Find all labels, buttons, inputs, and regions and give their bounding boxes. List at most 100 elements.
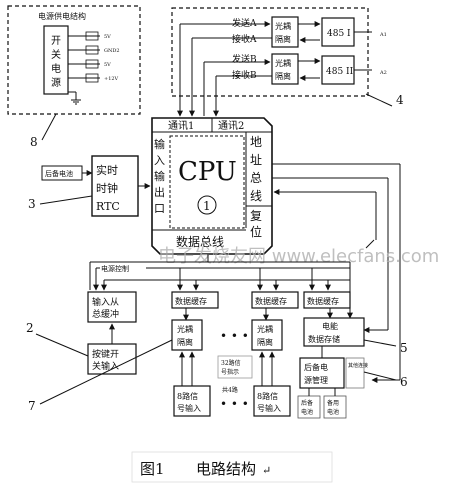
iso2-line1: 光耦 <box>257 324 273 334</box>
io-char-2: 入 <box>154 154 165 167</box>
psu-out-3: 5V <box>104 62 111 68</box>
cpu-circle-num: 1 <box>203 199 211 213</box>
cache-label-1: 数据缓存 <box>175 296 207 306</box>
cpu-name: CPU <box>178 157 237 187</box>
other-link-1: 其他连接 <box>348 362 368 369</box>
io-char-5: 口 <box>154 202 165 215</box>
sig2-line2: 号输入 <box>257 403 281 413</box>
io-char-4: 出 <box>154 185 165 199</box>
sig2-line1: 8路信 <box>257 391 278 401</box>
storage-line2: 数据存储 <box>308 334 340 344</box>
sig1-line2: 号输入 <box>177 403 201 413</box>
rtc-battery: 后备电池 <box>45 169 73 178</box>
caption-title: 电路结构 <box>196 460 256 478</box>
total-signal-1: 32路信 <box>221 359 241 367</box>
backup-mgmt-line1: 后备电 <box>304 362 328 372</box>
psu-switch-char-3: 电 <box>51 62 61 75</box>
iso-b-line1: 光耦 <box>275 58 291 68</box>
label-6: 6 <box>400 375 408 389</box>
cache-boxes: 数据缓存 数据缓存 数据缓存 <box>171 291 351 309</box>
iso-boxes: 光耦 隔离 光耦 隔离 <box>171 319 283 351</box>
io-char-1: 输 <box>154 137 165 151</box>
batt-small-1a: 后备 <box>301 399 313 407</box>
iso-a-box <box>271 16 299 48</box>
cache-box-3 <box>303 291 351 309</box>
total-channels: 共4路 <box>222 386 238 394</box>
psu-out-1: 5V <box>104 34 111 40</box>
input-buffer-line1: 输入从 <box>92 296 119 308</box>
watermark: 电子发烧友网 www.elecfans.com <box>158 246 439 267</box>
psu-out-2: GND2 <box>104 48 120 54</box>
ellipsis-1: • • • <box>220 329 249 343</box>
io-char-3: 输 <box>154 169 165 183</box>
left-inputs: 输入从 总缓冲 按键开 关输入 <box>87 291 137 375</box>
right-lower: 电能 数据存储 后备电 源管理 其他连接 后备 电池 备用 电池 <box>297 308 368 419</box>
iso1-line2: 隔离 <box>177 337 193 347</box>
addr-char-1: 地 <box>250 135 262 149</box>
send-a-label: 发送A <box>232 17 257 29</box>
cpu-comm1: 通讯1 <box>168 120 194 132</box>
storage-line1: 电能 <box>322 321 338 331</box>
recv-a-label: 接收A <box>232 33 257 45</box>
storage-box <box>303 317 365 347</box>
addr-char-4: 线 <box>250 189 262 203</box>
reset-char-2: 位 <box>250 224 262 239</box>
rtc-line2: 时钟 <box>96 181 118 195</box>
iso2-line2: 隔离 <box>257 337 273 347</box>
rtc-line3: RTC <box>96 200 120 213</box>
psu-title: 电源供电结构 <box>38 11 86 21</box>
psu-out-4: +12V <box>104 76 119 82</box>
switch-input-line2: 关输入 <box>92 360 119 372</box>
bus-a2: A2 <box>379 70 387 76</box>
batt-small-2a: 备用 <box>327 399 339 407</box>
psu-switch-char-1: 开 <box>51 36 61 47</box>
cache-label-2: 数据缓存 <box>255 296 287 306</box>
reset-char-1: 复 <box>250 209 262 223</box>
cpu-block: 通讯1 通讯2 CPU 1 输 入 输 出 口 地 址 总 线 复 位 数据总线 <box>151 117 273 255</box>
send-b-label: 发送B <box>232 53 257 65</box>
iso-a-line1: 光耦 <box>275 21 291 31</box>
control-bus-label: 电源控制 <box>101 264 129 273</box>
power-supply-box: 电源供电结构 开 关 电 源 5V GND2 5V +12V <box>7 5 141 115</box>
addr-char-2: 址 <box>250 153 262 167</box>
other-link-box <box>345 357 365 389</box>
ellipsis-2: • • • <box>220 397 249 411</box>
cache-box-1 <box>171 291 219 309</box>
label-7: 7 <box>28 399 36 413</box>
signal-input-box-1 <box>173 385 211 417</box>
label-5: 5 <box>400 341 408 355</box>
comm-box: 发送A 接收A 光耦 隔离 485 I 发送B 接收B 光耦 隔离 485 II <box>171 7 372 97</box>
sig1-line1: 8路信 <box>177 391 198 401</box>
recv-b-label: 接收B <box>232 69 257 81</box>
iso-a-line2: 隔离 <box>275 34 291 44</box>
chip-a-label: 485 I <box>327 29 351 39</box>
addr-char-3: 总 <box>250 171 262 185</box>
input-buffer-line2: 总缓冲 <box>92 308 119 320</box>
iso-box-1 <box>171 319 203 351</box>
psu-switch-char-4: 源 <box>51 76 61 89</box>
batt-small-2b: 电池 <box>327 408 339 416</box>
switch-input-line1: 按键开 <box>92 348 119 360</box>
label-2: 2 <box>26 321 34 335</box>
bus-a1: A1 <box>379 32 387 38</box>
signal-inputs: 8路信 号输入 8路信 号输入 <box>173 385 291 417</box>
input-buffer-box <box>87 291 137 323</box>
cpu-core <box>169 135 245 229</box>
cache-box-2 <box>251 291 299 309</box>
iso-box-2 <box>251 319 283 351</box>
chip-b-label: 485 II <box>326 67 354 77</box>
label-3: 3 <box>28 197 36 211</box>
label-4: 4 <box>396 93 404 107</box>
label-8: 8 <box>30 135 38 149</box>
batt-small-1b: 电池 <box>301 408 313 416</box>
iso1-line1: 光耦 <box>177 324 193 334</box>
signal-input-box-2 <box>253 385 291 417</box>
bus-distribution: 电源控制 <box>89 254 353 319</box>
total-signal-2: 号指示 <box>221 368 239 376</box>
switch-input-box <box>87 343 137 375</box>
psu-switch-char-2: 关 <box>51 48 61 61</box>
backup-mgmt-line2: 源管理 <box>304 375 328 385</box>
iso-b-line2: 隔离 <box>275 71 291 81</box>
